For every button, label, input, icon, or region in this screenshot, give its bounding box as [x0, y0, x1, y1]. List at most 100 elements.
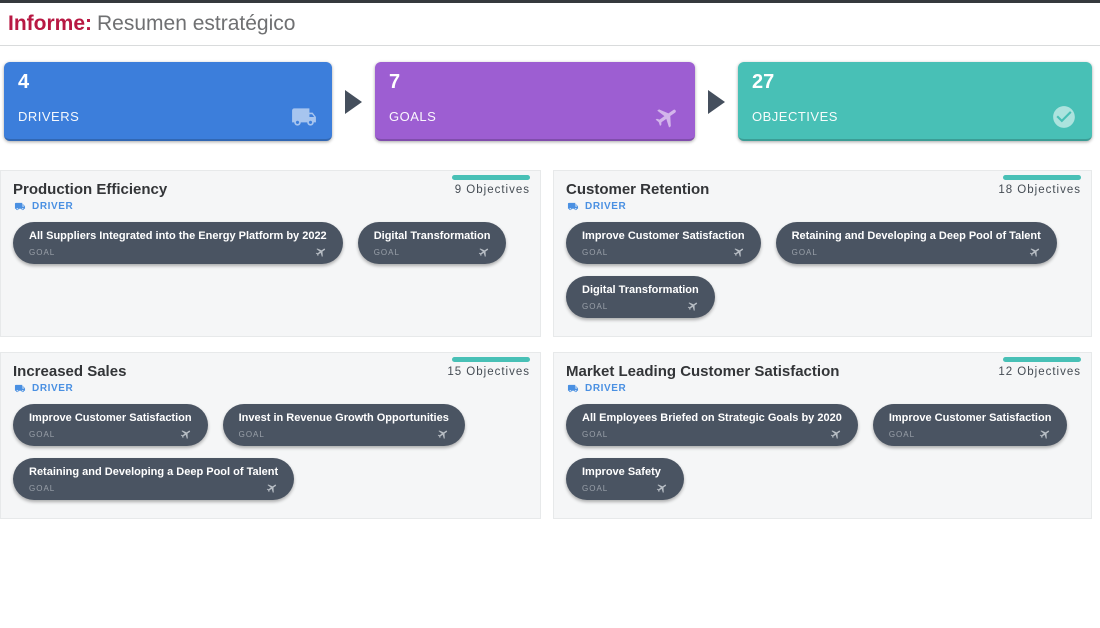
- goal-title: Digital Transformation: [582, 284, 699, 296]
- flow-arrow-icon: [708, 89, 725, 114]
- goal-pill-footer: GOAL: [29, 428, 192, 440]
- plane-icon: [266, 484, 277, 493]
- driver-type-label: DRIVER: [585, 201, 627, 212]
- goal-pill[interactable]: All Employees Briefed on Strategic Goals…: [566, 404, 858, 446]
- check-circle-icon: [1053, 106, 1075, 128]
- objectives-summary: 9 Objectives: [452, 175, 530, 196]
- goal-title: Improve Customer Satisfaction: [888, 412, 1052, 424]
- goal-type-label: GOAL: [29, 429, 56, 439]
- goal-pill[interactable]: Invest in Revenue Growth Opportunities G…: [222, 404, 465, 446]
- goal-pill[interactable]: Retaining and Developing a Deep Pool of …: [775, 222, 1057, 264]
- drivers-count-label: DRIVERS: [18, 109, 80, 124]
- objectives-progress-bar: [1003, 175, 1081, 180]
- plane-icon: [479, 248, 489, 257]
- goal-pill[interactable]: Improve Customer Satisfaction GOAL: [872, 404, 1068, 446]
- driver-panel: 12 Objectives Market Leading Customer Sa…: [553, 352, 1092, 519]
- driver-type-label: DRIVER: [32, 201, 74, 212]
- goal-pill-footer: GOAL: [582, 246, 745, 258]
- goal-type-label: GOAL: [29, 247, 56, 257]
- driver-title: Increased Sales: [13, 363, 127, 380]
- goal-pill[interactable]: Digital Transformation GOAL: [357, 222, 507, 264]
- objectives-summary: 12 Objectives: [998, 357, 1081, 378]
- objectives-summary: 15 Objectives: [447, 357, 530, 378]
- driver-panel: 18 Objectives Customer Retention DRIVER …: [553, 170, 1092, 337]
- goal-title: Digital Transformation: [373, 230, 491, 242]
- goal-title: All Suppliers Integrated into the Energy…: [29, 230, 327, 242]
- goal-title: Retaining and Developing a Deep Pool of …: [791, 230, 1041, 242]
- goal-title: Improve Customer Satisfaction: [582, 230, 745, 242]
- plane-icon: [687, 302, 697, 311]
- driver-panels-grid: 9 Objectives Production Efficiency DRIVE…: [0, 170, 1092, 519]
- goal-type-label: GOAL: [582, 247, 609, 257]
- goal-type-label: GOAL: [582, 301, 609, 311]
- goal-pill-footer: GOAL: [582, 428, 842, 440]
- goals-summary-card[interactable]: 7 GOALS: [375, 62, 695, 141]
- truck-icon: [567, 202, 579, 211]
- truck-icon: [292, 108, 316, 126]
- driver-badge: DRIVER: [13, 201, 528, 212]
- goal-pill-footer: GOAL: [792, 246, 1041, 258]
- objectives-progress-bar: [452, 357, 530, 362]
- driver-panel: 15 Objectives Increased Sales DRIVER Imp…: [0, 352, 541, 519]
- plane-icon: [437, 430, 447, 439]
- objectives-count-label: 9 Objectives: [454, 184, 530, 196]
- flow-arrow-icon: [345, 89, 362, 114]
- goal-title: All Employees Briefed on Strategic Goals…: [582, 412, 842, 424]
- goal-pill-footer: GOAL: [582, 300, 699, 312]
- goal-pill[interactable]: Digital Transformation GOAL: [566, 276, 715, 318]
- objectives-count-label: OBJECTIVES: [752, 109, 838, 124]
- objectives-count-label: 18 Objectives: [998, 184, 1081, 196]
- page-top-border: [0, 0, 1100, 3]
- goal-pill[interactable]: Improve Customer Satisfaction GOAL: [13, 404, 208, 446]
- goals-count-label: GOALS: [389, 109, 437, 124]
- goal-pill-footer: GOAL: [374, 246, 491, 258]
- plane-icon: [655, 109, 676, 128]
- goal-pill[interactable]: All Suppliers Integrated into the Energy…: [13, 222, 343, 264]
- truck-icon: [14, 384, 26, 393]
- goal-pill-footer: GOAL: [29, 246, 327, 258]
- objectives-progress-bar: [452, 175, 530, 180]
- driver-badge: DRIVER: [566, 383, 1079, 394]
- plane-icon: [830, 430, 840, 439]
- plane-icon: [315, 248, 325, 257]
- summary-cards-row: 4 DRIVERS 7 GOALS 27 OBJECTIVES: [4, 62, 1092, 141]
- goal-type-label: GOAL: [238, 429, 265, 439]
- goals-list: Improve Customer Satisfaction GOAL Retai…: [566, 222, 1079, 318]
- goals-list: All Suppliers Integrated into the Energy…: [13, 222, 528, 264]
- goal-pill-footer: GOAL: [582, 482, 668, 494]
- goal-pill-footer: GOAL: [239, 428, 449, 440]
- drivers-count: 4: [18, 71, 30, 93]
- goal-pill[interactable]: Retaining and Developing a Deep Pool of …: [13, 458, 295, 500]
- goal-type-label: GOAL: [888, 429, 916, 439]
- driver-badge: DRIVER: [13, 383, 528, 394]
- objectives-count-label: 12 Objectives: [998, 366, 1081, 378]
- truck-icon: [567, 384, 579, 393]
- goals-list: All Employees Briefed on Strategic Goals…: [566, 404, 1079, 500]
- plane-icon: [180, 430, 190, 439]
- goal-pill-footer: GOAL: [29, 482, 278, 494]
- driver-title: Production Efficiency: [13, 181, 168, 198]
- truck-icon: [14, 202, 26, 211]
- drivers-summary-card[interactable]: 4 DRIVERS: [4, 62, 332, 141]
- report-header: Informe:Resumen estratégico: [0, 3, 1100, 46]
- goal-title: Invest in Revenue Growth Opportunities: [238, 412, 449, 424]
- objectives-summary-card[interactable]: 27 OBJECTIVES: [738, 62, 1092, 141]
- objectives-progress-bar: [1003, 357, 1081, 362]
- plane-icon: [1040, 430, 1050, 439]
- goal-type-label: GOAL: [582, 483, 609, 493]
- driver-panel: 9 Objectives Production Efficiency DRIVE…: [0, 170, 541, 337]
- driver-type-label: DRIVER: [32, 383, 74, 394]
- goal-title: Improve Customer Satisfaction: [29, 412, 192, 424]
- goal-pill[interactable]: Improve Safety GOAL: [566, 458, 684, 500]
- goals-count: 7: [389, 71, 401, 93]
- goal-type-label: GOAL: [791, 247, 818, 257]
- plane-icon: [656, 484, 667, 493]
- goal-pill[interactable]: Improve Customer Satisfaction GOAL: [566, 222, 761, 264]
- plane-icon: [733, 248, 743, 257]
- goal-title: Retaining and Developing a Deep Pool of …: [29, 466, 279, 478]
- driver-badge: DRIVER: [566, 201, 1079, 212]
- goal-pill-footer: GOAL: [889, 428, 1052, 440]
- report-label: Informe:: [8, 12, 92, 35]
- goal-title: Improve Safety: [582, 466, 661, 478]
- objectives-count-label: 15 Objectives: [447, 366, 530, 378]
